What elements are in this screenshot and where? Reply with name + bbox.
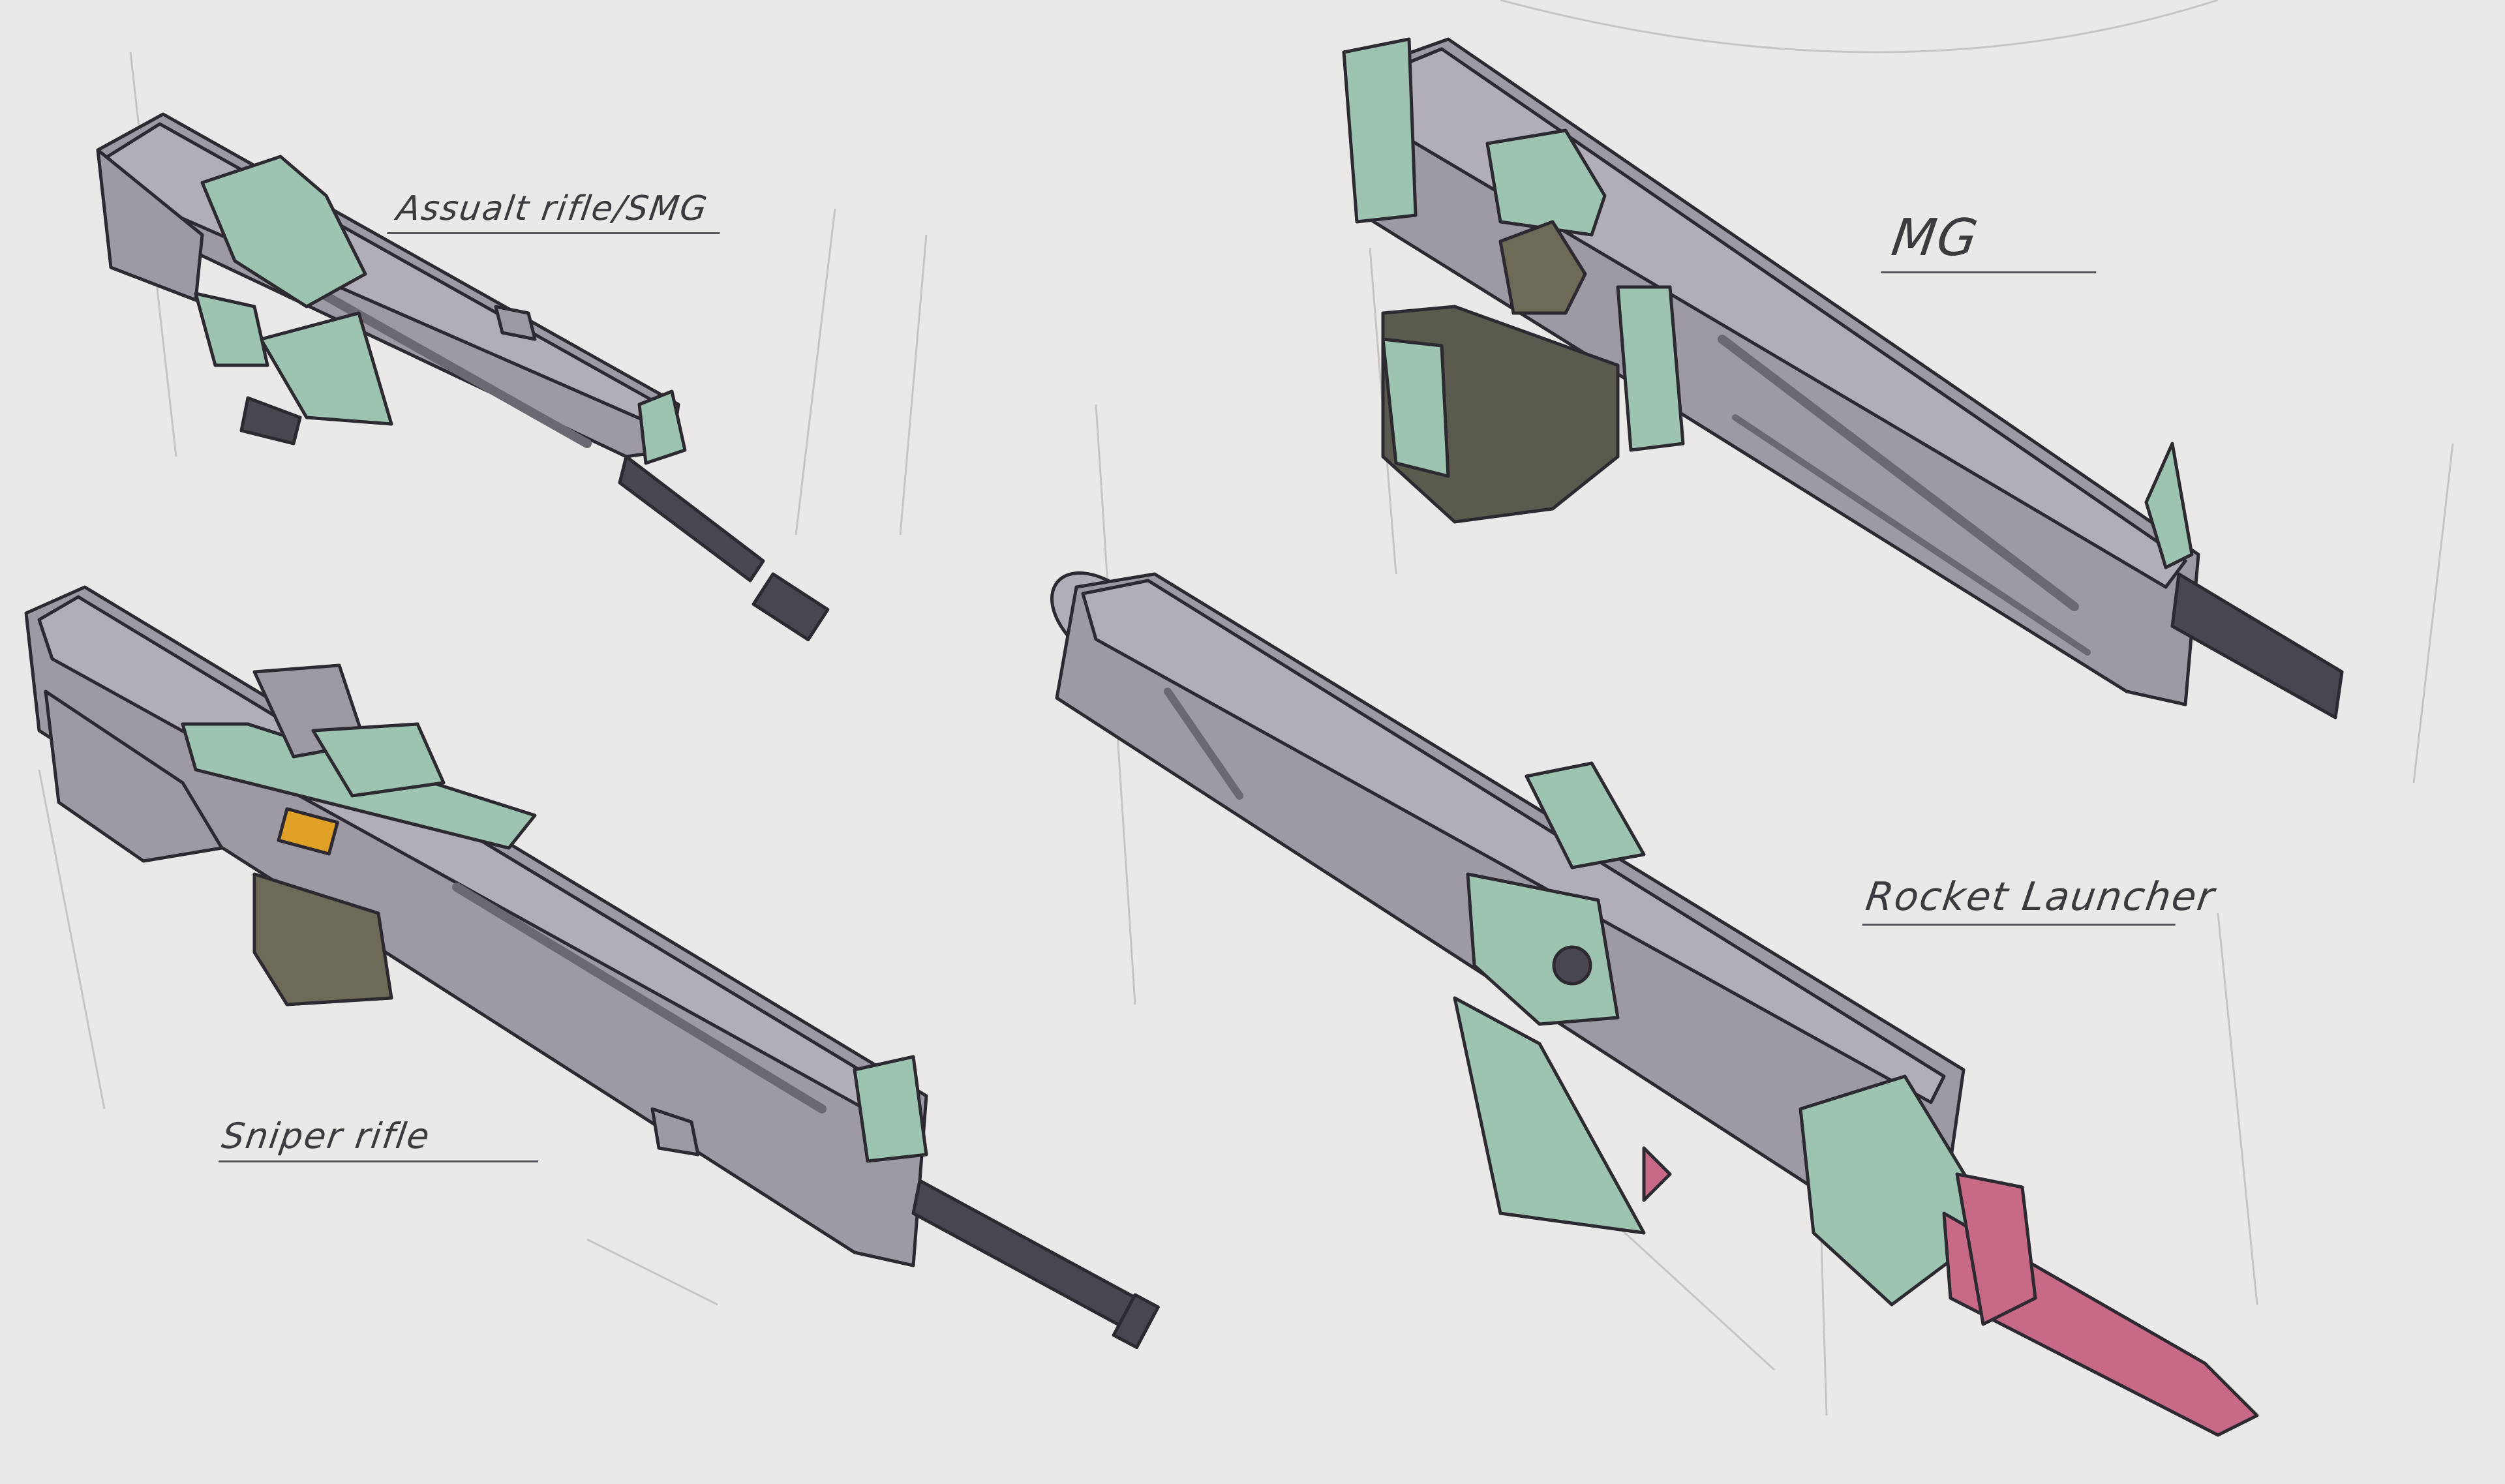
sniper-rifle-label-underline bbox=[218, 1160, 539, 1162]
rocket-launcher-label-underline bbox=[1862, 924, 2176, 926]
machine-gun-label-text: MG bbox=[1888, 209, 1982, 267]
assault-rifle-label-underline bbox=[387, 232, 720, 234]
sniper-rifle-label: Sniper rifle bbox=[218, 1115, 545, 1162]
machine-gun-label: MG bbox=[1881, 209, 2105, 273]
machine-gun-label-underline bbox=[1881, 271, 2097, 273]
rocket-launcher-label: Rocket Launcher bbox=[1862, 874, 2218, 926]
assault-rifle-sketch bbox=[96, 112, 830, 642]
rocket-launcher-sketch bbox=[1050, 571, 2259, 1437]
assault-rifle-label-text: Assualt rifle/SMG bbox=[394, 189, 711, 228]
rocket-launcher-label-text: Rocket Launcher bbox=[1862, 874, 2219, 920]
sniper-rifle-sketch bbox=[24, 585, 1160, 1350]
sniper-rifle-label-text: Sniper rifle bbox=[219, 1115, 433, 1157]
machine-gun-sketch bbox=[1342, 37, 2344, 719]
assault-rifle-label: Assualt rifle/SMG bbox=[387, 189, 726, 234]
